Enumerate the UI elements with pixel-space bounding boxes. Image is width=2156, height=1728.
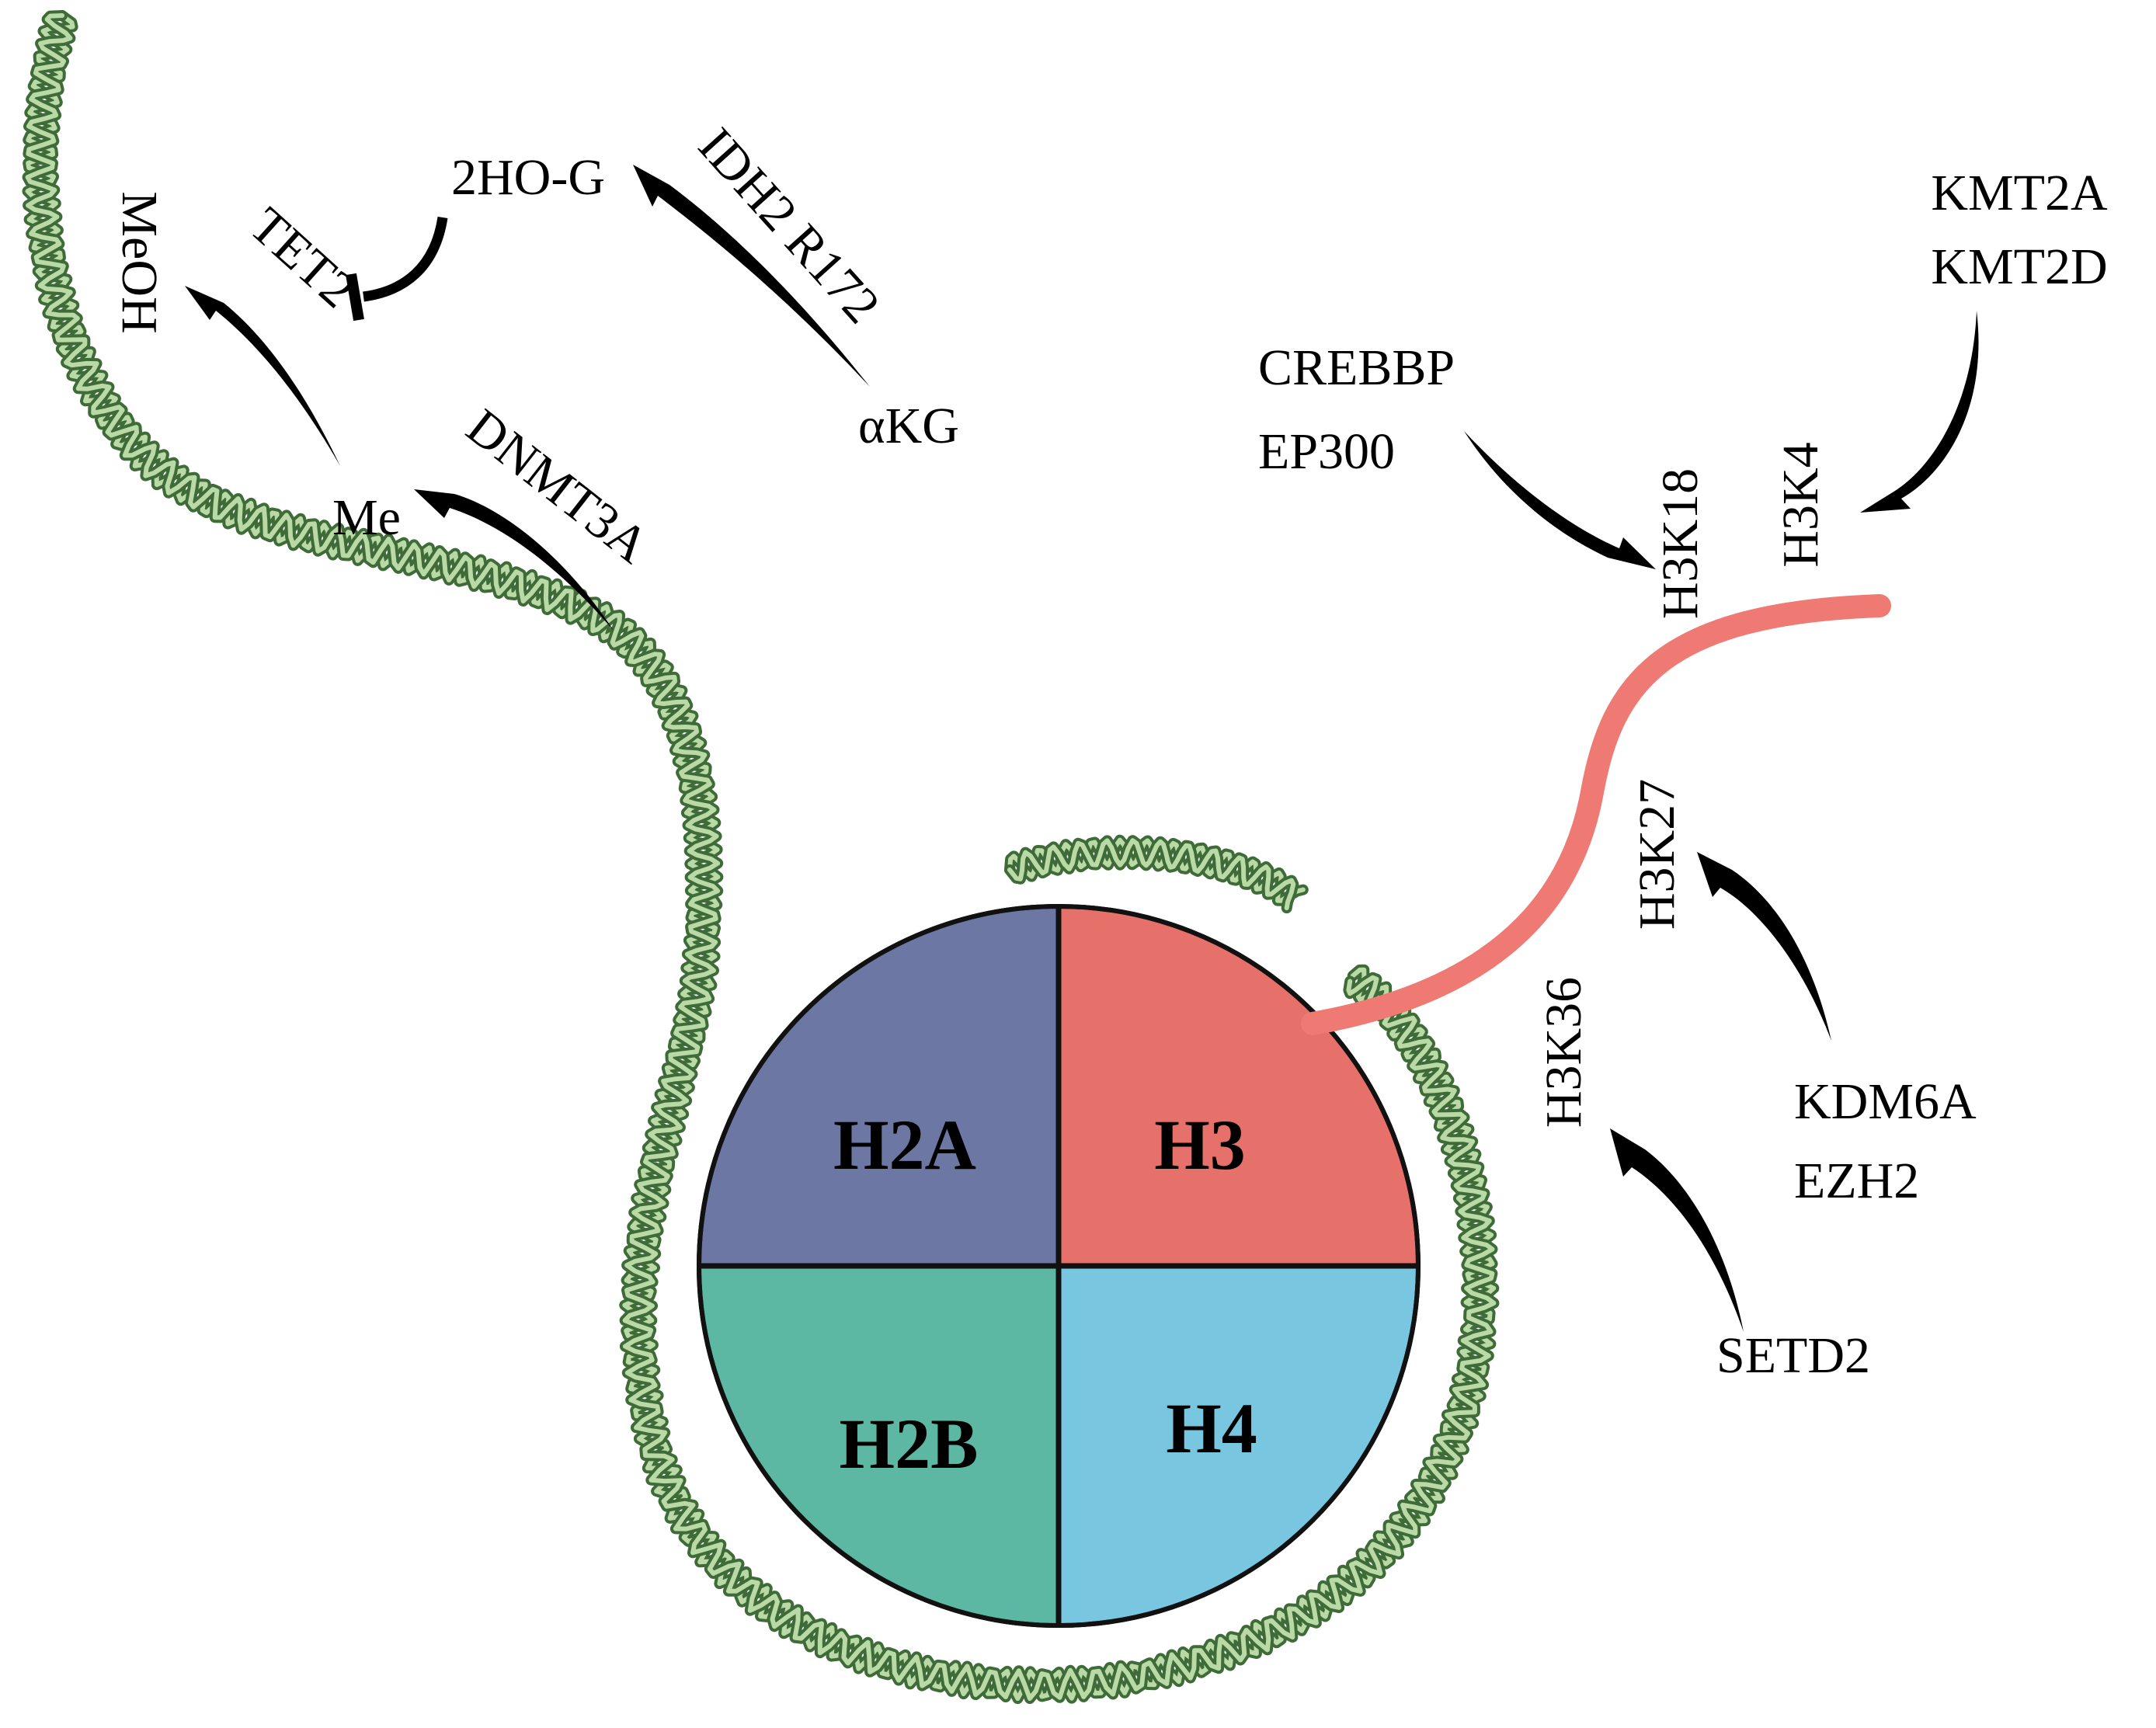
- dna-strand: [25, 13, 1497, 1701]
- ep300-label: EP300: [1258, 423, 1395, 480]
- meoh-label: MeOH: [111, 191, 168, 333]
- dna-main-helix: [22, 10, 1500, 1705]
- kmt2d-label: KMT2D: [1931, 238, 2107, 295]
- crebbp-label: CREBBP: [1258, 339, 1455, 396]
- kdm6a-arrow: [1697, 852, 1831, 1041]
- kdm6a-label: KDM6A: [1794, 1073, 1977, 1130]
- h4-label: H4: [1166, 1389, 1257, 1468]
- h3k4-label: H3K4: [1772, 442, 1829, 567]
- akg-label: αKG: [858, 398, 959, 454]
- h3-tail: [1301, 594, 1891, 1035]
- h2a-label: H2A: [833, 1105, 976, 1184]
- dna-helix-strands: [22, 10, 1500, 1705]
- setd2-arrow: [1610, 1128, 1744, 1332]
- idh2-arrow: [633, 165, 870, 387]
- me-label: Me: [332, 489, 401, 546]
- tet2-label: TET2: [239, 196, 366, 318]
- h3-quadrant: [1056, 903, 1421, 1268]
- h2b-label: H2B: [840, 1404, 979, 1483]
- h3-label: H3: [1154, 1105, 1246, 1184]
- setd2-label: SETD2: [1716, 1327, 1870, 1384]
- inhibition-bar: [346, 273, 364, 322]
- tet2-arrow: [185, 286, 340, 466]
- kmt2a-label: KMT2A: [1931, 165, 2108, 221]
- inhibition-arrow: [363, 216, 448, 302]
- kmt2-arrow: [1860, 311, 1979, 513]
- dnmt3a-label: DNMT3A: [456, 398, 659, 575]
- dnmt3a-arrow: [414, 489, 614, 631]
- ezh2-label: EZH2: [1794, 1153, 1919, 1209]
- h3k36-label: H3K36: [1535, 977, 1592, 1128]
- h2a-quadrant: [696, 903, 1061, 1268]
- crebbp-arrow: [1464, 431, 1656, 569]
- 2ho-g-label: 2HO-G: [451, 149, 605, 206]
- h3k18-label: H3K18: [1652, 468, 1709, 619]
- arrows: [185, 165, 1979, 1332]
- dna-strand: [1007, 838, 1296, 911]
- h3k27-label: H3K27: [1629, 779, 1685, 930]
- nucleosome: H2A H3 H2B H4: [696, 903, 1421, 1629]
- dna-top-helix: [1004, 834, 1309, 914]
